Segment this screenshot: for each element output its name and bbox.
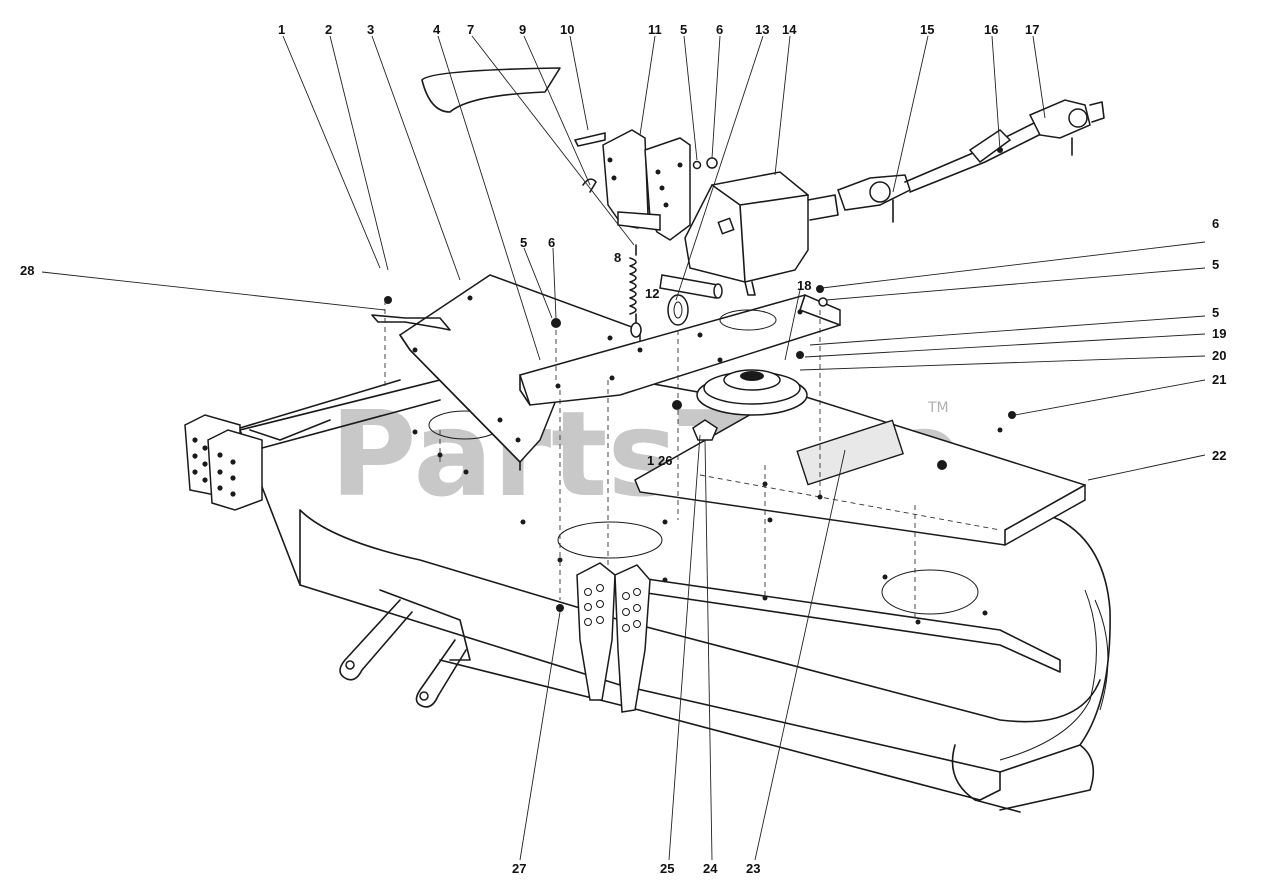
callout-26: 26	[658, 453, 672, 468]
eyebolt	[667, 294, 689, 326]
callout-6-top: 6	[716, 22, 723, 37]
callout-3: 3	[367, 22, 374, 37]
callout-11: 11	[648, 22, 662, 37]
watermark-tm: TM	[927, 400, 949, 416]
callout-7: 7	[467, 22, 474, 37]
left-hanger-brackets	[184, 379, 441, 511]
callout-24: 24	[703, 861, 718, 876]
nut-26	[672, 400, 682, 410]
callout-28: 28	[20, 263, 34, 278]
leader-lines	[41, 35, 1206, 861]
callout-5-top: 5	[680, 22, 687, 37]
callout-19: 19	[1212, 326, 1226, 341]
idler-bolt	[384, 296, 392, 304]
caster-arm-front	[951, 744, 1021, 813]
hitch-arm-assembly	[339, 589, 471, 708]
callout-labels: 1 2 3 4 7 9 10 11 5 6 13 14 15 16 17 28 …	[20, 22, 1226, 876]
bolt-27	[556, 604, 564, 612]
tension-spring	[629, 244, 642, 338]
callout-27: 27	[512, 861, 526, 876]
callout-6-right: 6	[1212, 216, 1219, 231]
callout-1: 1	[278, 22, 285, 37]
callout-10: 10	[560, 22, 574, 37]
callout-18: 18	[797, 278, 811, 293]
callout-23: 23	[746, 861, 760, 876]
callout-20: 20	[1212, 348, 1226, 363]
knob-25	[692, 419, 718, 441]
nut-left	[551, 318, 561, 328]
callout-21: 21	[1212, 372, 1226, 387]
callout-4: 4	[433, 22, 441, 37]
bolt-21	[1008, 411, 1016, 419]
drive-shaft-assembly	[837, 99, 1105, 223]
callout-2: 2	[325, 22, 332, 37]
center-hanger-brackets	[576, 562, 651, 713]
callout-14: 14	[782, 22, 797, 37]
bolt-19	[796, 351, 804, 359]
callout-9: 9	[519, 22, 526, 37]
callout-17: 17	[1025, 22, 1039, 37]
nut-right	[816, 285, 824, 293]
callout-15: 15	[920, 22, 934, 37]
drive-pulley	[696, 369, 808, 416]
lift-handle	[421, 67, 561, 113]
callout-5-left: 5	[520, 235, 527, 250]
gearbox	[684, 171, 839, 296]
callout-22: 22	[1212, 448, 1226, 463]
idler-arm	[371, 314, 451, 331]
pivot-rod	[659, 274, 723, 299]
washer-right	[818, 297, 828, 307]
right-belt-cover-plate	[634, 391, 1086, 546]
callout-5-right-a: 5	[1212, 257, 1219, 272]
callout-16: 16	[984, 22, 998, 37]
callout-5-right-b: 5	[1212, 305, 1219, 320]
callout-6-left: 6	[548, 235, 555, 250]
pivot-bracket	[574, 129, 718, 241]
callout-13: 13	[755, 22, 769, 37]
callout-8: 8	[614, 250, 621, 265]
callout-25: 25	[660, 861, 674, 876]
center-channel-plate	[519, 294, 841, 406]
callout-12: 12	[645, 286, 659, 301]
callout-1-lower: 1	[647, 453, 654, 468]
baffle-strip	[639, 577, 1061, 673]
